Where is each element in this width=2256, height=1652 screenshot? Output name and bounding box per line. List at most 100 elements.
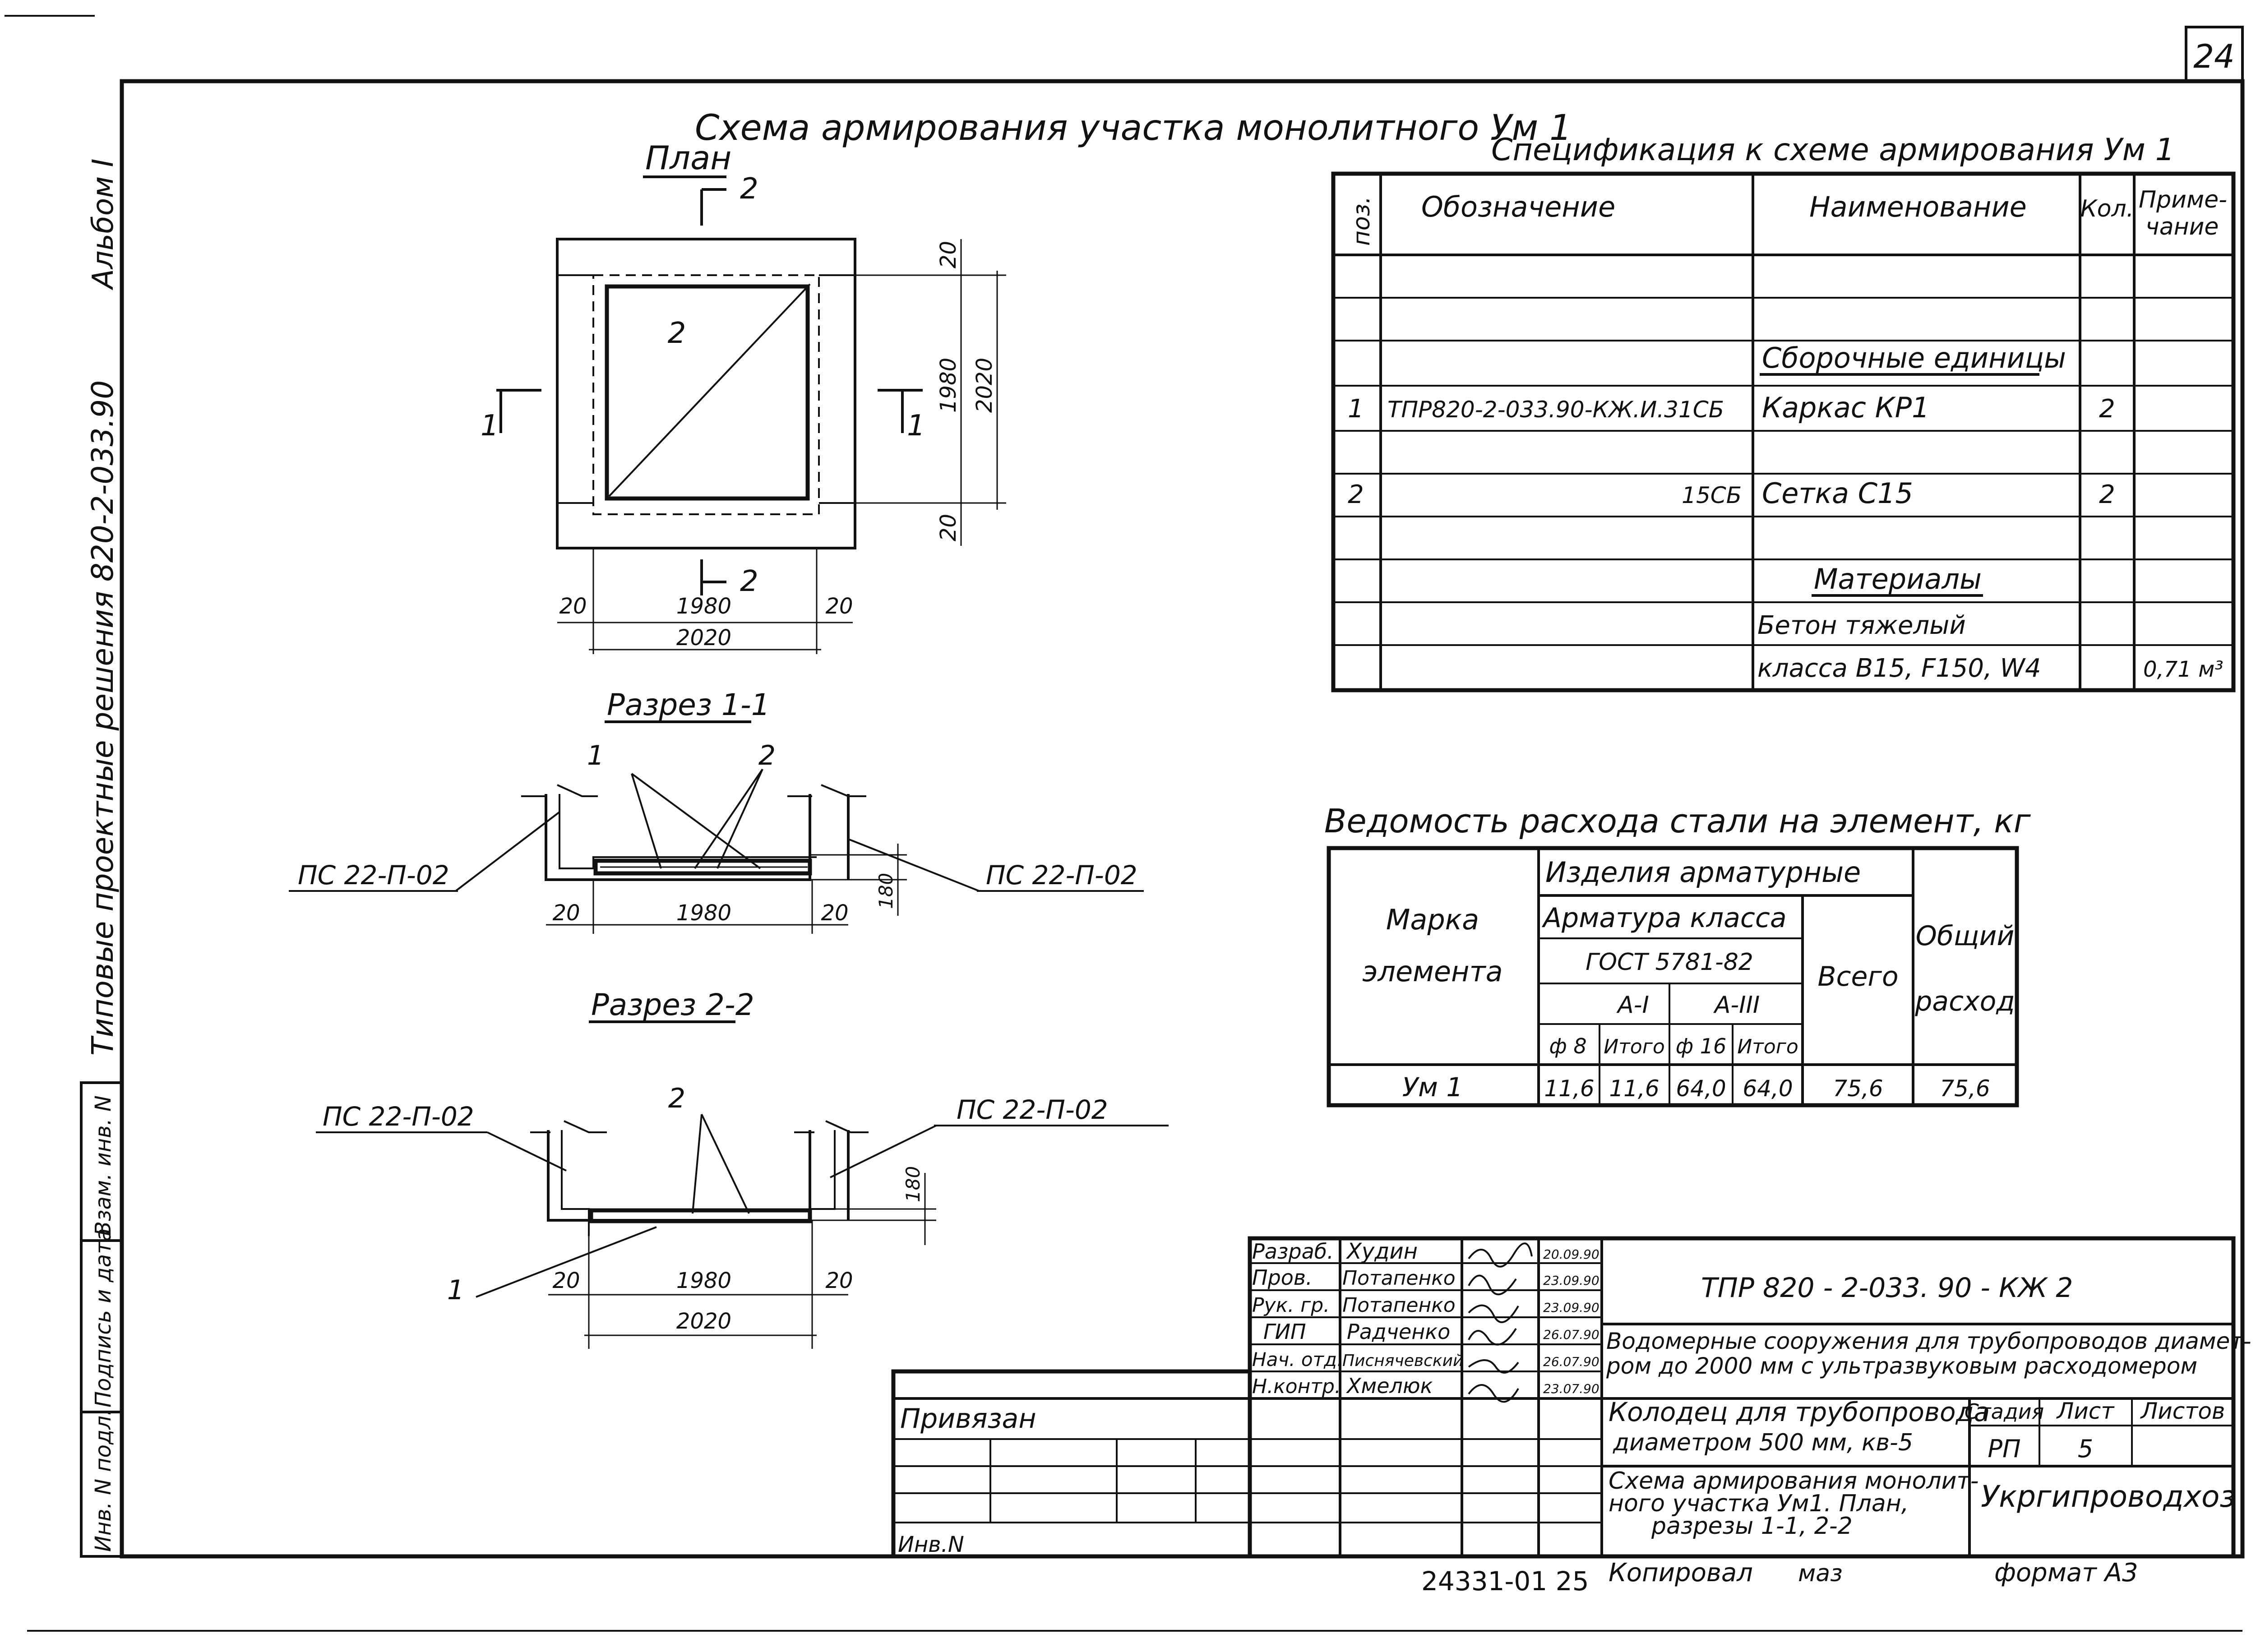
svg-text:Привязан: Привязан	[900, 1403, 1036, 1435]
svg-text:20: 20	[552, 1268, 580, 1293]
doc-code: ТПР 820 - 2-033. 90 - КЖ 2	[1701, 1272, 2073, 1304]
s1-right-label: ПС 22-П-02	[986, 860, 1137, 891]
svg-text:Бетон тяжелый: Бетон тяжелый	[1757, 611, 1966, 640]
svg-text:Писнячевский: Писнячевский	[1342, 1352, 1463, 1370]
title-block: Разраб. Худин 20.09.90 Пров. Потапенко 2…	[891, 1236, 2251, 1559]
svg-text:2: 2	[740, 565, 758, 598]
section-2-label: Разрез 2-2	[591, 988, 754, 1022]
svg-text:ГИП: ГИП	[1263, 1320, 1306, 1344]
album-label: Альбом I	[87, 158, 120, 291]
svg-text:А-I: А-I	[1616, 992, 1649, 1019]
svg-text:23.07.90: 23.07.90	[1543, 1381, 1600, 1396]
svg-text:класса В15, F150, W4: класса В15, F150, W4	[1757, 654, 2041, 683]
section-2-2: 2 1 ПС 22-П-02 ПС 22-П-02 20 1980 20 202…	[316, 1083, 1169, 1349]
svg-text:1: 1	[587, 740, 604, 771]
svg-text:Стадия: Стадия	[1965, 1399, 2044, 1424]
svg-text:РП: РП	[1988, 1435, 2020, 1463]
svg-text:15СБ: 15СБ	[1682, 482, 1742, 508]
svg-text:2: 2	[740, 172, 758, 206]
svg-text:180: 180	[902, 1166, 924, 1202]
svg-text:1980: 1980	[936, 358, 961, 413]
svg-text:1980: 1980	[676, 1268, 731, 1293]
svg-text:1: 1	[481, 409, 499, 443]
svg-text:20: 20	[825, 594, 853, 619]
main-title: Схема армирования участка монолитного Ум…	[695, 108, 1572, 148]
svg-text:20: 20	[552, 900, 580, 926]
svg-text:Наименование: Наименование	[1809, 190, 2027, 223]
svg-text:2020: 2020	[676, 625, 731, 651]
svg-text:Водомерные сооружения для труб: Водомерные сооружения для трубопроводов …	[1606, 1328, 2251, 1354]
margin-stamp-strip	[80, 1081, 123, 1558]
svg-text:Потапенко: Потапенко	[1342, 1267, 1456, 1290]
svg-text:20: 20	[936, 241, 961, 268]
org-name: Укргипроводхоз	[1981, 1479, 2235, 1514]
signatures	[1468, 1242, 1533, 1403]
svg-text:чание: чание	[2145, 213, 2219, 240]
svg-text:1980: 1980	[676, 594, 731, 619]
svg-text:0,71 м³: 0,71 м³	[2143, 657, 2224, 682]
svg-text:Каркас КР1: Каркас КР1	[1762, 391, 1929, 424]
svg-text:Рук. гр.: Рук. гр.	[1252, 1294, 1330, 1317]
svg-text:Худин: Худин	[1345, 1239, 1418, 1264]
svg-text:75,6: 75,6	[1940, 1075, 1990, 1102]
svg-text:64,0: 64,0	[1743, 1075, 1793, 1102]
svg-text:20: 20	[825, 1268, 853, 1293]
svg-text:Хмелюк: Хмелюк	[1346, 1374, 1433, 1398]
svg-text:1: 1	[1348, 394, 1364, 424]
copied-sign: маз	[1798, 1560, 1843, 1587]
svg-text:Итого: Итого	[1737, 1035, 1798, 1058]
svg-text:ГОСТ 5781-82: ГОСТ 5781-82	[1586, 949, 1753, 976]
svg-text:1: 1	[907, 409, 925, 443]
svg-text:поз.: поз.	[1348, 196, 1375, 246]
svg-text:Радченко: Радченко	[1347, 1320, 1450, 1344]
svg-text:20: 20	[936, 514, 961, 541]
page-number: 24	[2193, 37, 2235, 75]
svg-text:Потапенко: Потапенко	[1342, 1294, 1456, 1317]
svg-text:2020: 2020	[676, 1309, 731, 1334]
svg-text:Нач. отд.: Нач. отд.	[1252, 1348, 1343, 1371]
svg-text:Листов: Листов	[2140, 1398, 2225, 1424]
plan-position-label: 2	[668, 317, 686, 350]
svg-text:ром до 2000 мм с ультразвуковы: ром до 2000 мм с ультразвуковым расходом…	[1606, 1353, 2197, 1379]
svg-text:75,6: 75,6	[1833, 1075, 1883, 1102]
svg-text:Арматура класса: Арматура класса	[1541, 902, 1787, 934]
svg-text:180: 180	[875, 873, 897, 909]
svg-text:ф 16: ф 16	[1676, 1034, 1726, 1058]
margin-replace-inv: Взам. инв. N	[91, 1095, 116, 1236]
svg-text:разрезы 1-1, 2-2: разрезы 1-1, 2-2	[1651, 1513, 1853, 1540]
svg-text:Изделия арматурные: Изделия арматурные	[1545, 856, 1861, 889]
svg-text:Марка: Марка	[1386, 903, 1479, 936]
steel-row-mark: Ум 1	[1402, 1072, 1463, 1103]
svg-text:2: 2	[758, 740, 776, 771]
svg-text:Разраб.: Разраб.	[1252, 1239, 1334, 1264]
section-1-label: Разрез 1-1	[607, 688, 770, 722]
spec-group-units: Сборочные единицы	[1762, 341, 2066, 374]
svg-text:Пров.: Пров.	[1252, 1265, 1313, 1290]
section-cut-markers: 2 2 1 1	[481, 172, 925, 598]
spec-title: Спецификация к схеме армирования Ум 1	[1491, 132, 2175, 168]
svg-text:2: 2	[668, 1083, 685, 1114]
plan-dims-right: 20 1980 2020 20	[855, 239, 1006, 546]
format-label: формат А3	[1994, 1558, 2138, 1587]
s2-left-label: ПС 22-П-02	[323, 1101, 474, 1132]
svg-text:Итого: Итого	[1604, 1035, 1665, 1058]
svg-text:Лист: Лист	[2056, 1398, 2115, 1424]
svg-text:64,0: 64,0	[1676, 1075, 1726, 1102]
svg-text:ного участка Ум1. План,: ного участка Ум1. План,	[1609, 1490, 1909, 1517]
section-1-1: 1 2 ПС 22-П-02 ПС 22-П-02 20 1980 20 180	[289, 740, 1144, 934]
svg-text:1: 1	[447, 1274, 464, 1306]
svg-text:2020: 2020	[972, 358, 997, 413]
svg-text:20: 20	[821, 900, 848, 926]
copied-label: Копировал	[1609, 1558, 1753, 1587]
plan-dims-bottom: 20 1980 20 2020	[557, 548, 853, 654]
svg-text:2: 2	[2099, 394, 2115, 424]
svg-text:Общий: Общий	[1916, 920, 2015, 952]
svg-text:11,6: 11,6	[1544, 1075, 1594, 1102]
margin-inv-orig: Инв. N подл.	[91, 1409, 116, 1552]
spec-table: поз. Обозначение Наименование Кол. Приме…	[1331, 171, 2236, 692]
steel-title: Ведомость расхода стали на элемент, кг	[1324, 802, 2031, 840]
svg-text:Колодец для трубопровода: Колодец для трубопровода	[1609, 1397, 1990, 1427]
svg-text:ф 8: ф 8	[1549, 1034, 1586, 1058]
svg-text:Всего: Всего	[1817, 961, 1898, 992]
